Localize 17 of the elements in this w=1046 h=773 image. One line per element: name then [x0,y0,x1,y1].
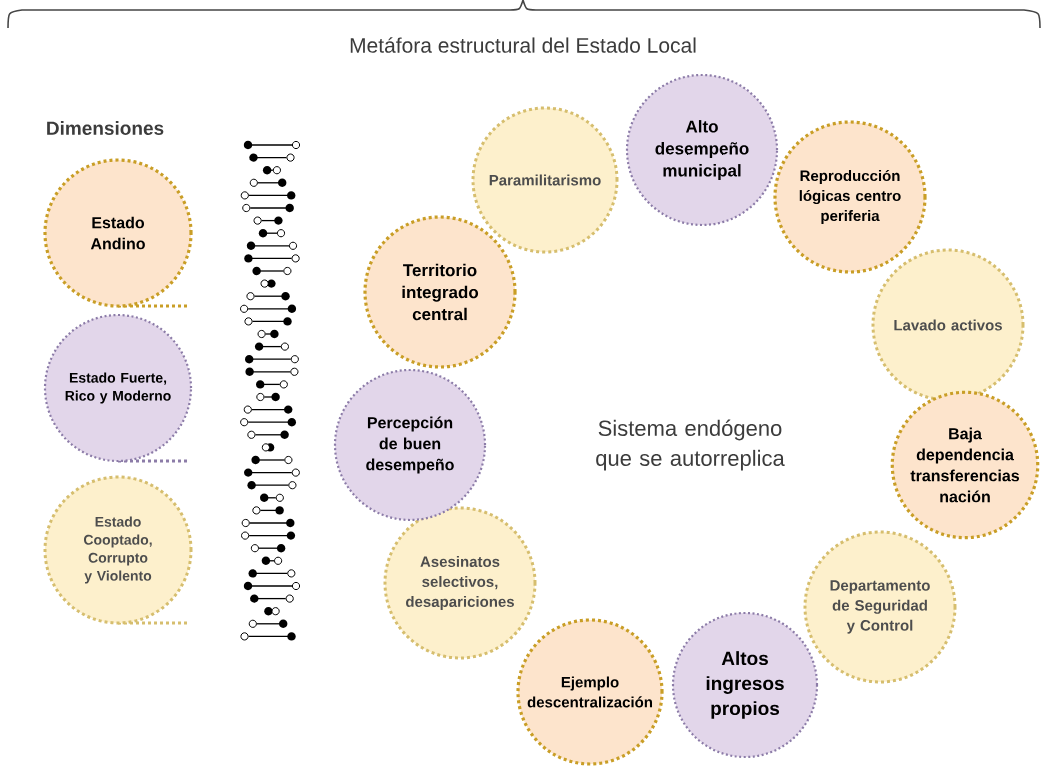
title: Metáfora estructural del Estado Local [350,37,696,53]
circle-node: Reproducción lógicas centro periferia [773,120,927,274]
circle-node: Alto desempeño municipal [625,73,779,227]
circle-node: Departamento de Seguridad y Control [803,530,957,684]
circle-node: Estado Fuerte, Rico y Moderno [43,313,193,463]
circle-node: Percepción de buen desempeño [333,368,487,522]
circle-node: Paramilitarismo [471,106,619,254]
circle-node: Altos ingresos propios [671,611,819,759]
circle-node: Asesinatos selectivos, desapariciones [383,506,537,660]
circle-node: Lavado activos [871,248,1025,402]
circle-node: Ejemplo descentralización [516,618,664,766]
circle-node: Baja dependencia transferencias nación [890,390,1040,540]
center-text: Sistema endógeno que se autorreplica [596,419,785,471]
circle-node: Territorio integrado central [363,215,517,369]
circle-node: Estado Andino [43,158,193,308]
heading: Dimensiones [47,121,164,135]
circle-node: Estado Cooptado, Corrupto y Violento [43,475,193,625]
